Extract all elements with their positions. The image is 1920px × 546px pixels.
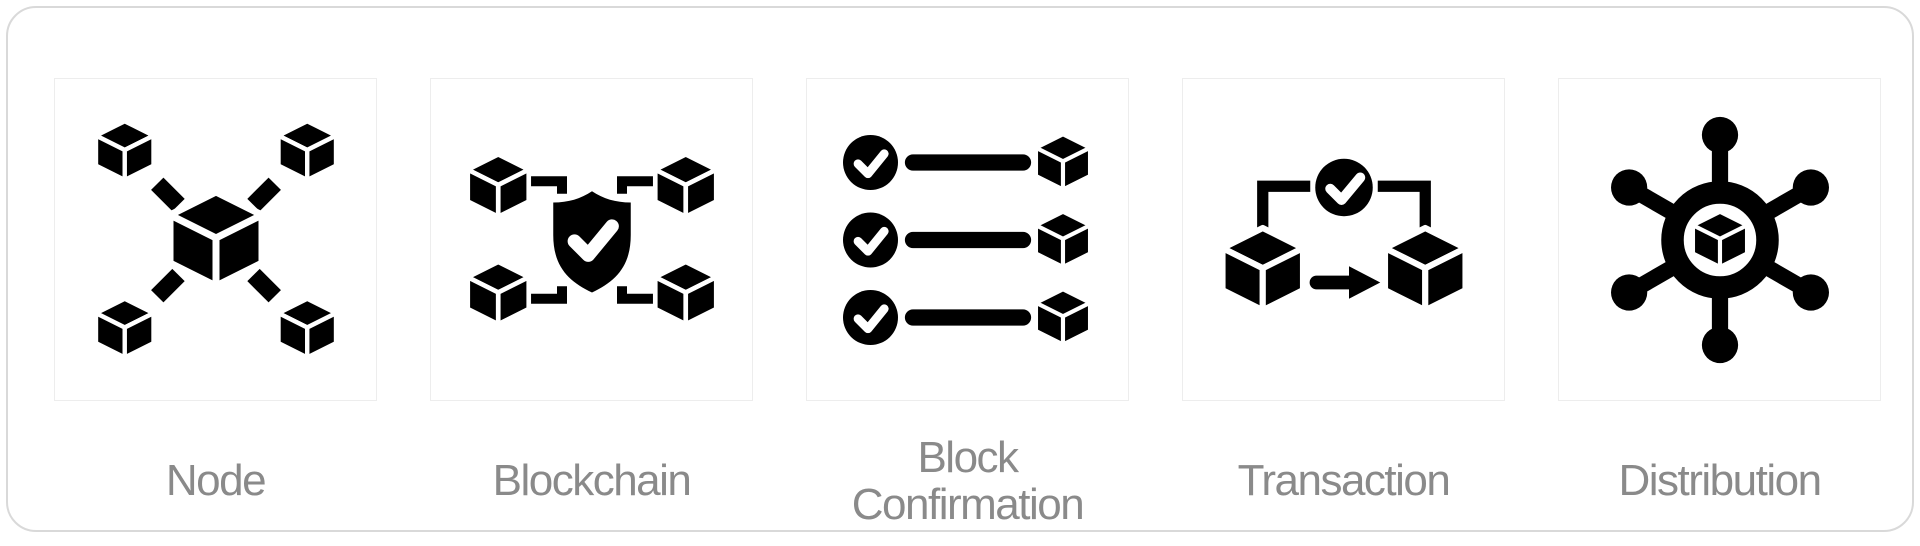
icon-tile-block-confirmation (806, 78, 1129, 401)
icon-label: Node (165, 456, 267, 505)
distribution-icon (1610, 116, 1829, 363)
icon-item-block-confirmation: Block Confirmation (806, 78, 1129, 546)
transaction-icon (1219, 158, 1469, 365)
icon-label: Blockchain (492, 456, 692, 505)
icon-set-panel: Node Blockc (6, 6, 1914, 532)
icon-label: Distribution (1618, 456, 1822, 505)
icon-item-transaction: Transaction (1182, 78, 1505, 546)
node-icon (91, 115, 341, 365)
icon-grid: Node Blockc (54, 78, 1881, 546)
block-confirmation-icon (842, 115, 1093, 365)
icon-tile-distribution (1558, 78, 1881, 401)
icon-item-node: Node (54, 78, 377, 546)
icon-tile-node (54, 78, 377, 401)
icon-label: Transaction (1237, 456, 1451, 505)
icon-tile-blockchain (430, 78, 753, 401)
icon-label: Block Confirmation (851, 432, 1085, 529)
icon-item-distribution: Distribution (1558, 78, 1881, 546)
icon-tile-transaction (1182, 78, 1505, 401)
blockchain-icon (467, 115, 717, 365)
icon-item-blockchain: Blockchain (430, 78, 753, 546)
